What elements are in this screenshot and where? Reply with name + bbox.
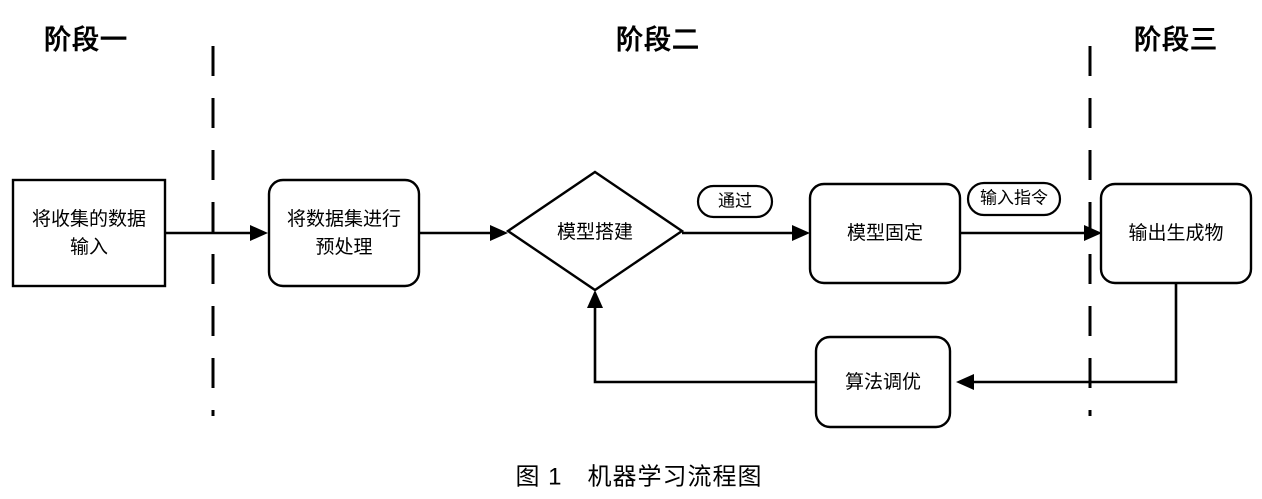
node-model-build-label: 模型搭建	[557, 221, 633, 243]
node-data-input-label-line2: 输入	[70, 236, 108, 258]
node-model-fixed-label: 模型固定	[847, 222, 923, 244]
arrowhead-model-fixed-to-output	[1084, 225, 1102, 241]
arrowhead-tuning-to-model-build	[587, 290, 603, 308]
node-preprocess-label-line2: 预处理	[315, 236, 372, 258]
node-preprocess-shape	[267, 178, 421, 288]
node-algorithm-tuning-label: 算法调优	[845, 371, 921, 393]
connector-output-to-tuning	[966, 283, 1178, 384]
node-data-input-shape	[11, 178, 167, 288]
stage-title-one: 阶段一	[44, 25, 128, 55]
arrowhead-model-build-to-model-fixed	[792, 225, 810, 241]
edge-label-pass-text: 通过	[718, 191, 752, 210]
arrowhead-input-to-preprocess	[250, 225, 268, 241]
edge-label-input-command-pill	[966, 181, 1062, 217]
arrowhead-output-to-tuning	[956, 374, 974, 390]
stage-title-two: 阶段二	[616, 25, 700, 55]
stage-title-three: 阶段三	[1134, 25, 1218, 55]
arrowhead-preprocess-to-model-build	[490, 225, 508, 241]
edge-label-input-command-text: 输入指令	[980, 188, 1048, 207]
connector-tuning-to-model-build	[593, 300, 816, 384]
edge-label-pass-pill	[696, 184, 774, 219]
node-data-input-label-line1: 将收集的数据	[32, 208, 146, 230]
figure-caption: 图 1 机器学习流程图	[515, 463, 762, 490]
node-preprocess-label-line1: 将数据集进行	[287, 208, 401, 230]
node-output-label: 输出生成物	[1128, 222, 1223, 244]
